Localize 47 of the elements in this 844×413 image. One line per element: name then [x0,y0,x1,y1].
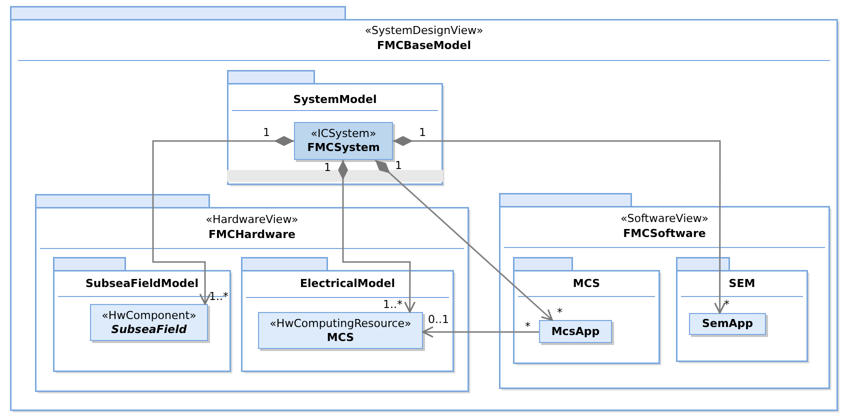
multiplicity-label: * [724,299,730,311]
composition-arrow [152,136,294,305]
class-box [539,320,612,343]
package-name: ElectricalModel [300,276,396,291]
class-box [294,122,393,160]
class-name: SubseaField [111,322,187,336]
class-name: SemApp [702,317,754,331]
stereotype-label: «ICSystem» [310,127,376,141]
package-frame [676,257,810,364]
stereotype-label: «HardwareView» [206,212,298,227]
class-name: MCS [326,330,354,344]
package-frame [513,257,662,366]
multiplicity-label: * [525,321,530,333]
package-frame [499,193,832,391]
multiplicity-label: 1 [395,160,402,172]
package-name: SubseaFieldModel [85,276,199,291]
class-box [258,312,423,349]
stereotype-label: «HwComponent» [102,308,196,322]
composition-arrow [338,160,416,313]
class-box [90,304,208,341]
stereotype-label: «SoftwareView» [620,211,708,226]
stereotype-label: «HwComputingResource» [270,316,412,330]
multiplicity-label: 1 [324,162,331,174]
package-name: SystemModel [293,92,377,107]
multiplicity-label: 1 [263,127,270,139]
class-name: McsApp [551,324,600,338]
composition-arrow [374,159,553,321]
stereotype-label: «SystemDesignView» [364,23,484,38]
association-arrow [422,326,539,338]
package-name: FMCBaseModel [377,38,471,53]
package-frame [35,194,471,394]
package-name: FMCSoftware [623,226,706,241]
package-frame [227,70,445,187]
package-name: FMCHardware [208,227,296,242]
composition-arrow [393,136,726,314]
multiplicity-label: 1..* [383,299,402,311]
multiplicity-label: 1 [419,127,426,139]
package-name: MCS [572,276,600,291]
multiplicity-label: 0..1 [428,314,449,326]
package-frame [10,6,840,413]
class-box [689,313,766,335]
package-frame [241,257,456,374]
multiplicity-label: * [557,307,562,319]
multiplicity-label: 1..* [209,291,228,303]
package-frame [53,257,233,374]
class-name: FMCSystem [307,141,380,155]
package-name: SEM [728,276,756,291]
